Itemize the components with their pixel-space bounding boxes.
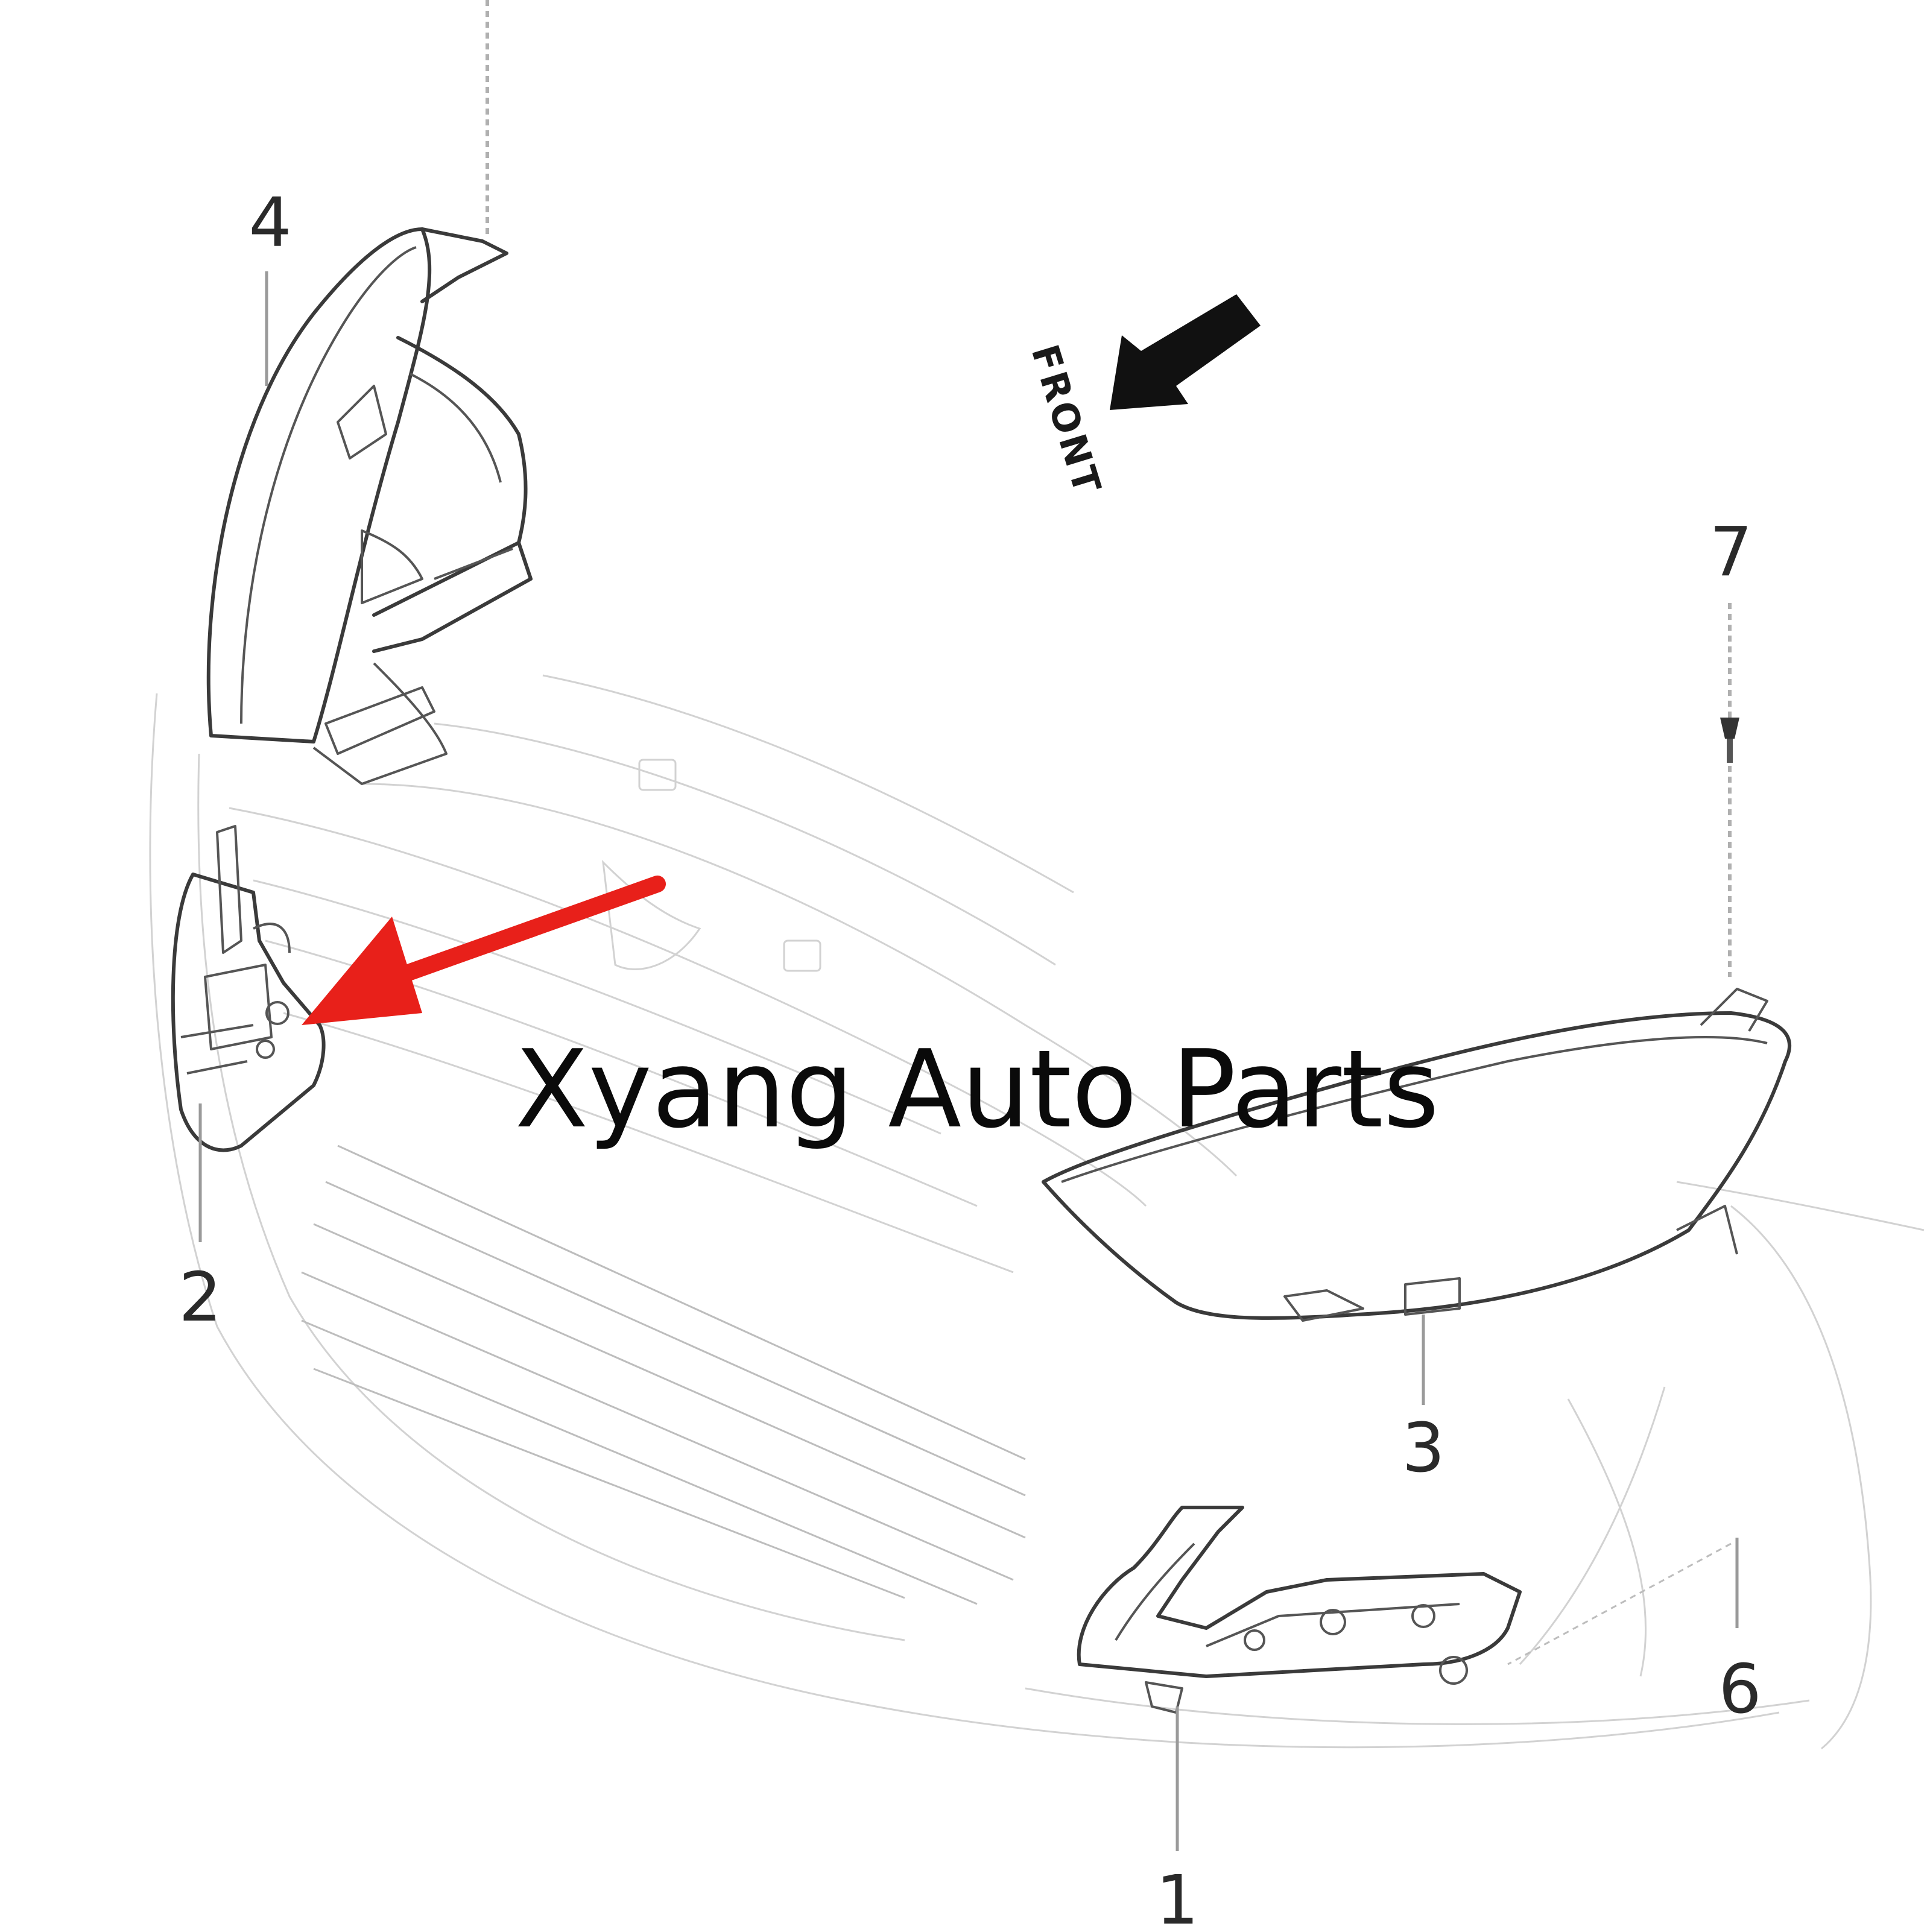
part-3-right-headlamp	[1042, 988, 1792, 1322]
highlight-arrow	[302, 876, 666, 1025]
callout-2: 2	[179, 1258, 221, 1337]
part-6-guide-line	[1507, 1542, 1732, 1665]
callout-3: 3	[1402, 1409, 1444, 1488]
part-4-left-headlamp	[206, 227, 533, 785]
callout-4: 4	[248, 184, 291, 262]
callout-7: 7	[1709, 513, 1752, 592]
part-7-screw	[1720, 718, 1739, 763]
front-label: FRONT	[1023, 339, 1110, 500]
car-body-outline	[149, 674, 1925, 1750]
watermark-text: Xyang Auto Parts	[515, 1027, 1440, 1152]
part-1-fog-lamp-bezel	[1077, 1506, 1522, 1714]
callout-6: 6	[1718, 1650, 1761, 1729]
callout-1: 1	[1156, 1861, 1198, 1930]
front-direction-arrow	[1110, 294, 1261, 410]
part-2-side-lamp	[171, 825, 326, 1152]
